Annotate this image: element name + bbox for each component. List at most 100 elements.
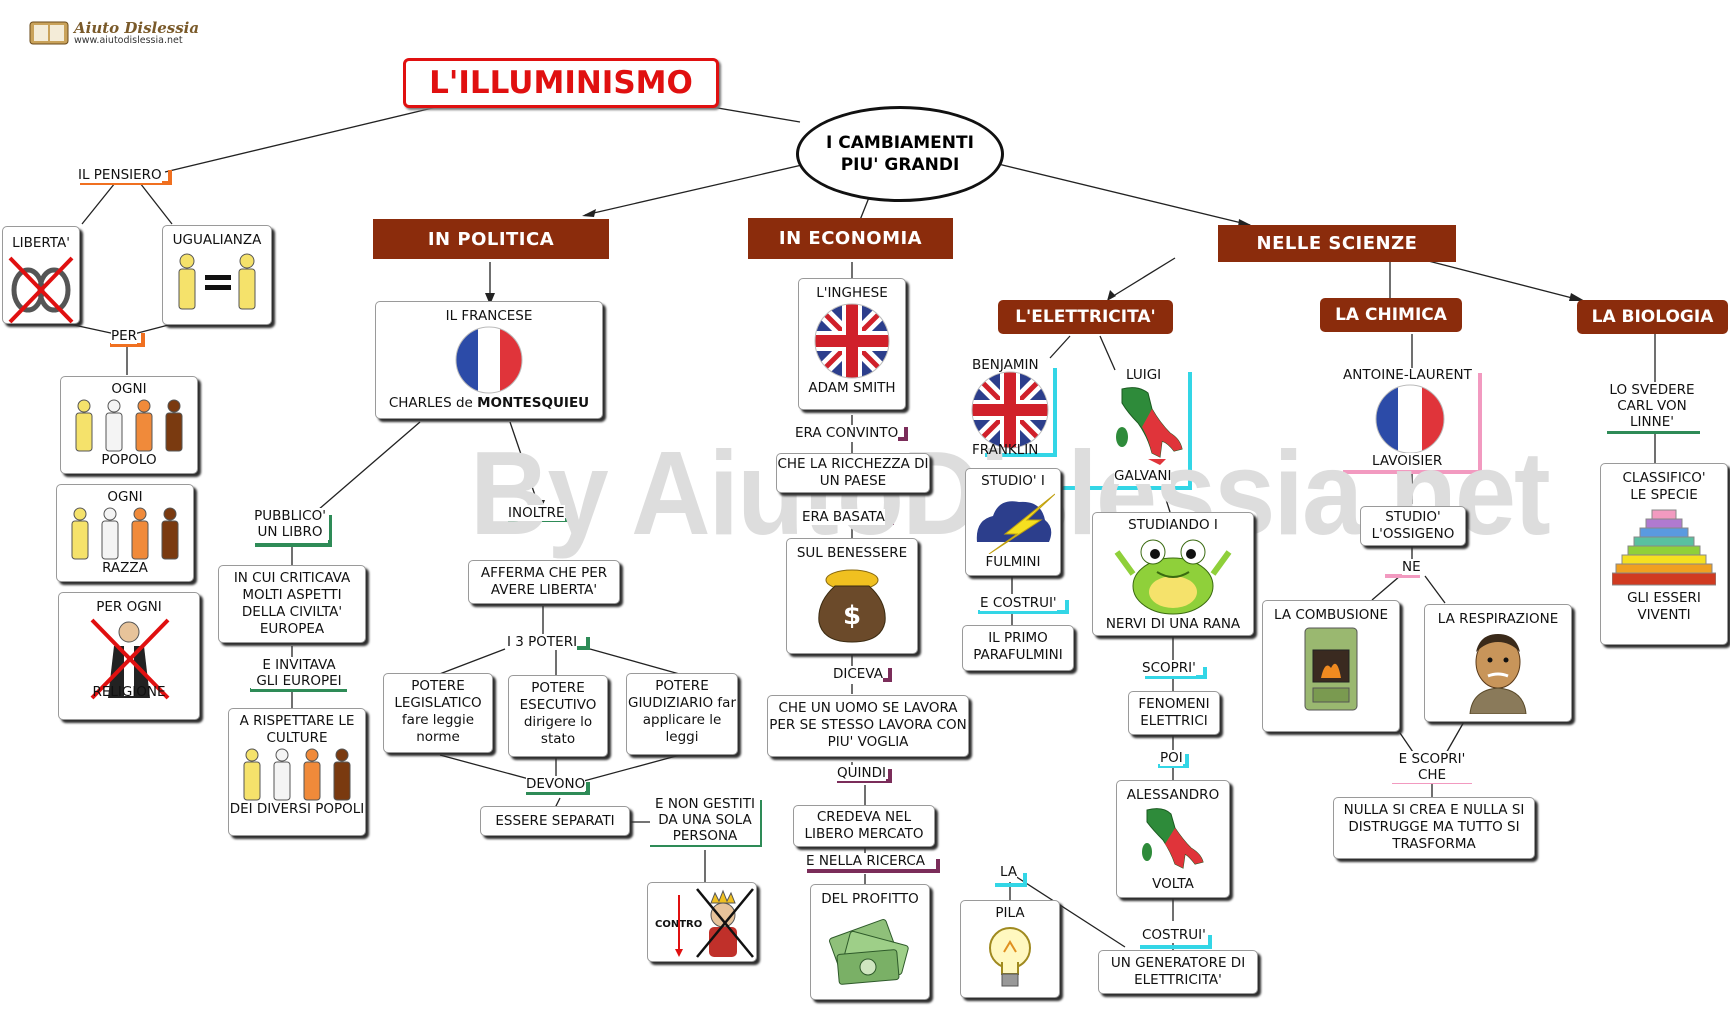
ogni-razza-bottom: RAZZA xyxy=(102,559,148,576)
ogni-religione-bottom: RELIGIONE xyxy=(92,683,166,700)
mercato-text: CREDEVA NEL LIBERO MERCATO xyxy=(804,809,924,842)
legislativo-text: POTERE LEGISLATICO fare leggie norme xyxy=(394,678,482,745)
profitto-text: DEL PROFITTO xyxy=(821,891,919,907)
giudiziario-node: POTERE GIUDIZIARIO far applicare le legg… xyxy=(626,673,738,755)
fulmini-node: STUDIO' I FULMINI xyxy=(965,468,1061,576)
book-icon xyxy=(29,21,69,45)
benessere-text: SUL BENESSERE xyxy=(796,545,908,561)
central-node-text: I CAMBIAMENTI PIU' GRANDI xyxy=(826,132,974,175)
pila-text: PILA xyxy=(995,905,1025,921)
benessere-node: SUL BENESSERE $ xyxy=(786,538,918,654)
page-title: L'ILLUMINISMO xyxy=(403,58,719,108)
profitto-node: DEL PROFITTO xyxy=(810,884,930,1000)
header-elettricita: L'ELETTRICITA' xyxy=(998,300,1173,334)
luigi-label: LUIGI xyxy=(1126,367,1162,383)
esecutivo-node: POTERE ESECUTIVO dirigere lo stato xyxy=(508,675,608,757)
header-economia: IN ECONOMIA xyxy=(748,218,953,259)
uguaglianza-text: UGUALIANZA xyxy=(172,232,262,248)
per-label: PER xyxy=(111,328,138,345)
alessandro-text: ALESSANDRO xyxy=(1126,787,1220,803)
people-icon xyxy=(75,399,183,452)
ricchezza-node: CHE LA RICCHEZZA DI UN PAESE xyxy=(776,453,930,493)
poteri-label: I 3 POTERI xyxy=(507,634,578,651)
costrui-label: E COSTRUI' xyxy=(980,595,1057,612)
generatore-text: UN GENERATORE DI ELETTRICITA' xyxy=(1110,955,1246,988)
la-label: LA xyxy=(1000,864,1018,881)
logo-url: www.aiutodislessia.net xyxy=(74,35,183,47)
francese-text: IL FRANCESE xyxy=(445,308,533,324)
uguaglianza-node: UGUALIANZA xyxy=(162,225,272,325)
parafulmini-text: IL PRIMO PARAFULMINI xyxy=(973,630,1063,663)
charles-text: CHARLES de xyxy=(388,394,478,411)
liberta-node: LIBERTA' xyxy=(2,226,80,324)
antoine-label: ANTOINE-LAURENT xyxy=(1343,367,1472,383)
linne-label: LO SVEDERE CARL VON LINNE' xyxy=(1602,382,1702,431)
fulmini-text: FULMINI xyxy=(985,553,1041,570)
lightbulb-icon xyxy=(989,926,1031,987)
uk-flag-icon xyxy=(814,303,890,379)
ogni-popolo-top: OGNI xyxy=(111,381,147,397)
ossigeno-text: STUDIO' L'OSSIGENO xyxy=(1371,509,1455,542)
smith-text: ADAM SMITH xyxy=(808,379,896,396)
montesquieu-node: IL FRANCESE CHARLES de MONTESQUIEU xyxy=(375,301,603,419)
uomo-text: CHE UN UOMO SE LAVORA PER SE STESSO LAVO… xyxy=(769,700,967,750)
fenomeni-text: FENOMENI ELETTRICI xyxy=(1138,696,1210,729)
header-chimica: LA CHIMICA xyxy=(1320,298,1462,332)
classifico-node: CLASSIFICO' LE SPECIE GLI ESSERI VIVENTI xyxy=(1600,463,1728,645)
montesquieu-text: MONTESQUIEU xyxy=(477,394,590,411)
smith-node: L'INGHESE ADAM SMITH xyxy=(798,278,906,410)
equal-people-icon xyxy=(178,253,256,310)
pensiero-label: IL PENSIERO xyxy=(78,167,162,184)
costrui2-label: COSTRUI' xyxy=(1142,927,1206,944)
italy-map-icon xyxy=(1142,808,1204,869)
parafulmini-node: IL PRIMO PARAFULMINI xyxy=(962,625,1074,671)
benjamin-label: BENJAMIN xyxy=(972,357,1039,373)
generatore-node: UN GENERATORE DI ELETTRICITA' xyxy=(1098,950,1258,994)
stove-icon xyxy=(1304,627,1358,711)
people-icon xyxy=(243,748,351,801)
afferma-node: AFFERMA CHE PER AVERE LIBERTA' xyxy=(468,560,620,604)
lightning-icon xyxy=(976,493,1055,554)
respirazione-text: LA RESPIRAZIONE xyxy=(1437,611,1559,627)
header-politica: IN POLITICA xyxy=(373,219,609,259)
people-icon xyxy=(71,507,179,560)
respirazione-node: LA RESPIRAZIONE xyxy=(1424,604,1572,722)
svg-text:$: $ xyxy=(843,601,861,631)
critica-node: IN CUI CRITICAVA MOLTI ASPETTI DELLA CIV… xyxy=(218,565,366,643)
ricerca-label: E NELLA RICERCA xyxy=(806,853,926,870)
header-biologia: LA BIOLOGIA xyxy=(1577,300,1728,334)
central-node: I CAMBIAMENTI PIU' GRANDI xyxy=(796,106,1004,202)
poi-label: POI xyxy=(1160,750,1183,767)
crossed-priest-icon xyxy=(90,618,170,700)
liberta-text: LIBERTA' xyxy=(12,235,70,251)
italy-map-icon xyxy=(1116,387,1183,465)
studio-fulmini-top: STUDIO' I xyxy=(981,473,1045,489)
nervi-text: NERVI DI UNA RANA xyxy=(1105,615,1241,632)
quindi-label: QUINDI xyxy=(837,765,886,782)
fenomeni-node: FENOMENI ELETTRICI xyxy=(1128,691,1220,735)
ogni-popolo-node: OGNI POPOLO xyxy=(60,376,198,474)
inoltre-label: INOLTRE xyxy=(508,505,565,522)
scopri-label: SCOPRI' xyxy=(1142,660,1196,677)
basata-label: ERA BASATA xyxy=(802,509,885,526)
franklin-label: FRANKLIN xyxy=(972,442,1039,458)
species-pyramid-icon xyxy=(1612,509,1716,586)
ossigeno-node: STUDIO' L'OSSIGENO xyxy=(1360,506,1466,546)
separati-text: ESSERE SEPARATI xyxy=(495,813,615,829)
classifico-top: CLASSIFICO' LE SPECIE xyxy=(1622,470,1706,503)
volta-node: ALESSANDRO VOLTA xyxy=(1116,780,1230,898)
mercato-node: CREDEVA NEL LIBERO MERCATO xyxy=(793,805,935,847)
esecutivo-text: POTERE ESECUTIVO dirigere lo stato xyxy=(519,680,597,747)
combustione-node: LA COMBUSIONE xyxy=(1262,600,1400,732)
header-scienze: NELLE SCIENZE xyxy=(1218,225,1456,262)
rispettare-bottom: DEI DIVERSI POPOLI xyxy=(229,800,365,817)
contro-node: CONTRO xyxy=(647,882,757,962)
combustione-text: LA COMBUSIONE xyxy=(1273,607,1388,623)
diceva-label: DICEVA xyxy=(833,666,883,683)
crossed-king-icon: CONTRO xyxy=(655,888,754,958)
convinto-label: ERA CONVINTO xyxy=(795,425,899,442)
pubblico-label: PUBBLICO' UN LIBRO xyxy=(251,508,329,541)
cash-icon xyxy=(829,918,909,985)
broken-chain-icon xyxy=(8,256,74,324)
devono-label: DEVONO xyxy=(526,776,586,793)
